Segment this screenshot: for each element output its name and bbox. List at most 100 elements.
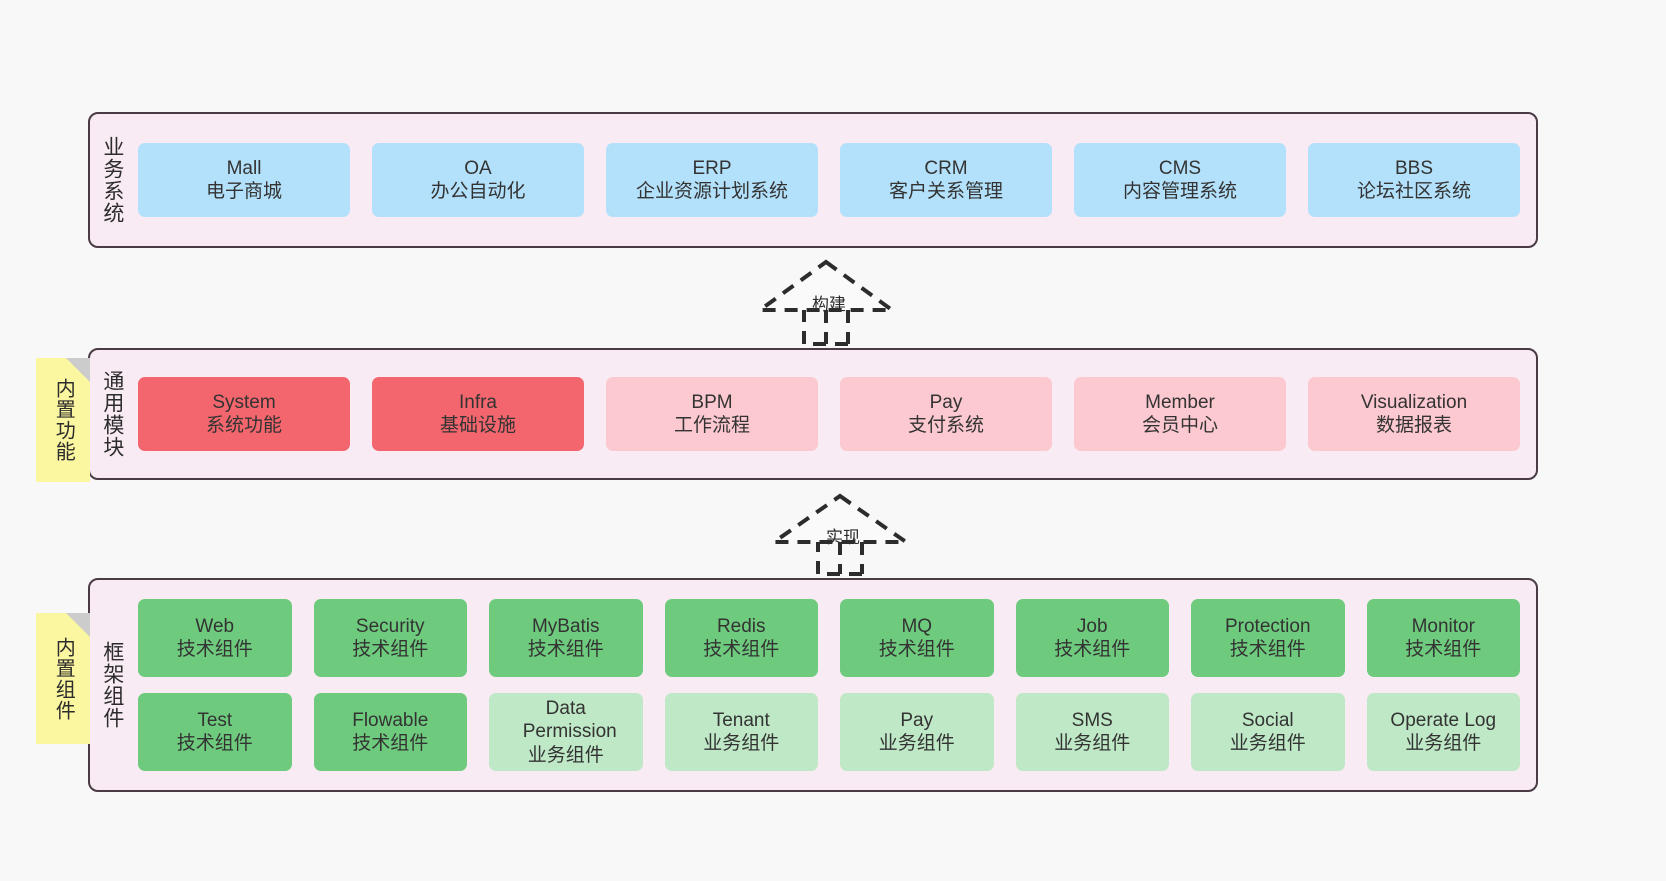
node-label-cn: 业务组件 bbox=[1054, 733, 1131, 754]
node-system[interactable]: System 系统功能 bbox=[138, 377, 350, 451]
node-label-en: Social bbox=[1241, 709, 1294, 731]
node-label-en: Web bbox=[195, 615, 235, 637]
node-row: Test 技术组件 Flowable 技术组件 Data Permission … bbox=[138, 693, 1520, 771]
node-label-en: Security bbox=[355, 615, 425, 637]
connector-label-implement: 实现 bbox=[826, 528, 860, 547]
node-label-cn: 办公自动化 bbox=[430, 181, 526, 202]
node-cms[interactable]: CMS 内容管理系统 bbox=[1074, 143, 1286, 217]
node-label-en: Pay bbox=[900, 709, 934, 731]
node-label-cn: 基础设施 bbox=[439, 415, 516, 436]
node-social[interactable]: Social 业务组件 bbox=[1191, 693, 1345, 771]
node-label-cn: 技术组件 bbox=[1054, 639, 1131, 660]
node-label-en: Job bbox=[1076, 615, 1108, 637]
node-label-cn: 业务组件 bbox=[703, 733, 780, 754]
node-label-cn: 工作流程 bbox=[673, 415, 750, 436]
node-bpm[interactable]: BPM 工作流程 bbox=[606, 377, 818, 451]
node-label-en: Pay bbox=[929, 391, 963, 413]
layer-body-business-systems: Mall 电子商城 OA 办公自动化 ERP 企业资源计划系统 CRM 客户关系… bbox=[134, 114, 1536, 246]
node-label-cn: 会员中心 bbox=[1141, 415, 1218, 436]
node-label-cn: 业务组件 bbox=[1229, 733, 1306, 754]
node-label-cn: 论坛社区系统 bbox=[1356, 181, 1471, 202]
note-fold-corner-icon bbox=[66, 613, 90, 637]
node-label-cn: 技术组件 bbox=[352, 639, 429, 660]
node-label-en: ERP bbox=[692, 157, 732, 179]
node-crm[interactable]: CRM 客户关系管理 bbox=[840, 143, 1052, 217]
node-data-permission[interactable]: Data Permission 业务组件 bbox=[489, 693, 643, 771]
node-row: Web 技术组件 Security 技术组件 MyBatis 技术组件 Redi… bbox=[138, 599, 1520, 677]
node-label-cn: 企业资源计划系统 bbox=[635, 181, 788, 202]
node-bbs[interactable]: BBS 论坛社区系统 bbox=[1308, 143, 1520, 217]
node-label-cn: 技术组件 bbox=[1229, 639, 1306, 660]
node-label-en: MyBatis bbox=[531, 615, 600, 637]
node-label-en: Monitor bbox=[1411, 615, 1475, 637]
node-mall[interactable]: Mall 电子商城 bbox=[138, 143, 350, 217]
node-erp[interactable]: ERP 企业资源计划系统 bbox=[606, 143, 818, 217]
node-infra[interactable]: Infra 基础设施 bbox=[372, 377, 584, 451]
note-label: 内置功能 bbox=[52, 378, 75, 462]
node-label-cn: 业务组件 bbox=[527, 744, 604, 766]
node-label-cn: 业务组件 bbox=[878, 733, 955, 754]
node-label-en: Tenant bbox=[712, 709, 770, 731]
layer-business-systems[interactable]: 业务系统 Mall 电子商城 OA 办公自动化 ERP 企业资源计划系统 CRM… bbox=[88, 112, 1538, 248]
note-builtin-features[interactable]: 内置功能 bbox=[36, 358, 90, 482]
node-label-en: Operate Log bbox=[1390, 709, 1497, 731]
node-label-cn: 电子商城 bbox=[205, 181, 282, 202]
connector-shaft bbox=[802, 310, 828, 346]
node-row: Mall 电子商城 OA 办公自动化 ERP 企业资源计划系统 CRM 客户关系… bbox=[138, 143, 1520, 217]
node-pay-business[interactable]: Pay 业务组件 bbox=[840, 693, 994, 771]
layer-common-modules[interactable]: 通用模块 System 系统功能 Infra 基础设施 BPM 工作流程 Pay… bbox=[88, 348, 1538, 480]
node-label-cn: 内容管理系统 bbox=[1122, 181, 1237, 202]
node-label-en: BBS bbox=[1394, 157, 1434, 179]
node-protection[interactable]: Protection 技术组件 bbox=[1191, 599, 1345, 677]
node-tenant[interactable]: Tenant 业务组件 bbox=[664, 693, 818, 771]
node-row: System 系统功能 Infra 基础设施 BPM 工作流程 Pay 支付系统… bbox=[138, 377, 1520, 451]
layer-body-common-modules: System 系统功能 Infra 基础设施 BPM 工作流程 Pay 支付系统… bbox=[134, 350, 1536, 478]
node-redis[interactable]: Redis 技术组件 bbox=[664, 599, 818, 677]
node-label-cn: 业务组件 bbox=[1405, 733, 1482, 754]
layer-body-framework-components: Web 技术组件 Security 技术组件 MyBatis 技术组件 Redi… bbox=[134, 580, 1536, 790]
node-label-cn: 技术组件 bbox=[176, 639, 253, 660]
node-label-en: CRM bbox=[924, 157, 968, 179]
node-sms[interactable]: SMS 业务组件 bbox=[1015, 693, 1169, 771]
node-pay[interactable]: Pay 支付系统 bbox=[840, 377, 1052, 451]
node-monitor[interactable]: Monitor 技术组件 bbox=[1366, 599, 1520, 677]
connector-label-build: 构建 bbox=[812, 295, 846, 314]
layer-title-common-modules: 通用模块 bbox=[100, 370, 124, 458]
node-flowable[interactable]: Flowable 技术组件 bbox=[313, 693, 467, 771]
node-label-cn: 客户关系管理 bbox=[888, 181, 1003, 202]
node-label-en: Protection bbox=[1224, 615, 1311, 637]
layer-title-framework-components: 框架组件 bbox=[100, 641, 124, 729]
node-label-cn: 支付系统 bbox=[907, 415, 984, 436]
node-label-en: Redis bbox=[716, 615, 766, 637]
node-label-en: Flowable bbox=[352, 709, 429, 731]
node-web[interactable]: Web 技术组件 bbox=[138, 599, 292, 677]
note-builtin-components[interactable]: 内置组件 bbox=[36, 613, 90, 744]
node-oa[interactable]: OA 办公自动化 bbox=[372, 143, 584, 217]
node-label-en: Data Permission bbox=[522, 698, 617, 743]
node-label-en: Test bbox=[197, 709, 233, 731]
node-member[interactable]: Member 会员中心 bbox=[1074, 377, 1286, 451]
node-label-en: MQ bbox=[901, 615, 933, 637]
node-operate-log[interactable]: Operate Log 业务组件 bbox=[1366, 693, 1520, 771]
node-label-en: System bbox=[212, 391, 276, 413]
node-label-cn: 技术组件 bbox=[352, 733, 429, 754]
node-label-cn: 技术组件 bbox=[1405, 639, 1482, 660]
connector-shaft-right bbox=[826, 310, 850, 346]
note-label: 内置组件 bbox=[52, 636, 75, 721]
layer-framework-components[interactable]: 框架组件 Web 技术组件 Security 技术组件 MyBatis 技术组件… bbox=[88, 578, 1538, 792]
node-label-cn: 数据报表 bbox=[1375, 415, 1452, 436]
node-label-cn: 技术组件 bbox=[878, 639, 955, 660]
node-visualization[interactable]: Visualization 数据报表 bbox=[1308, 377, 1520, 451]
node-label-cn: 技术组件 bbox=[703, 639, 780, 660]
node-label-en: CMS bbox=[1158, 157, 1202, 179]
node-label-cn: 技术组件 bbox=[176, 733, 253, 754]
node-security[interactable]: Security 技术组件 bbox=[313, 599, 467, 677]
node-mq[interactable]: MQ 技术组件 bbox=[840, 599, 994, 677]
node-label-en: BPM bbox=[691, 391, 733, 413]
node-test[interactable]: Test 技术组件 bbox=[138, 693, 292, 771]
node-job[interactable]: Job 技术组件 bbox=[1015, 599, 1169, 677]
node-mybatis[interactable]: MyBatis 技术组件 bbox=[489, 599, 643, 677]
node-label-en: Visualization bbox=[1360, 391, 1468, 413]
node-label-en: Infra bbox=[458, 391, 498, 413]
